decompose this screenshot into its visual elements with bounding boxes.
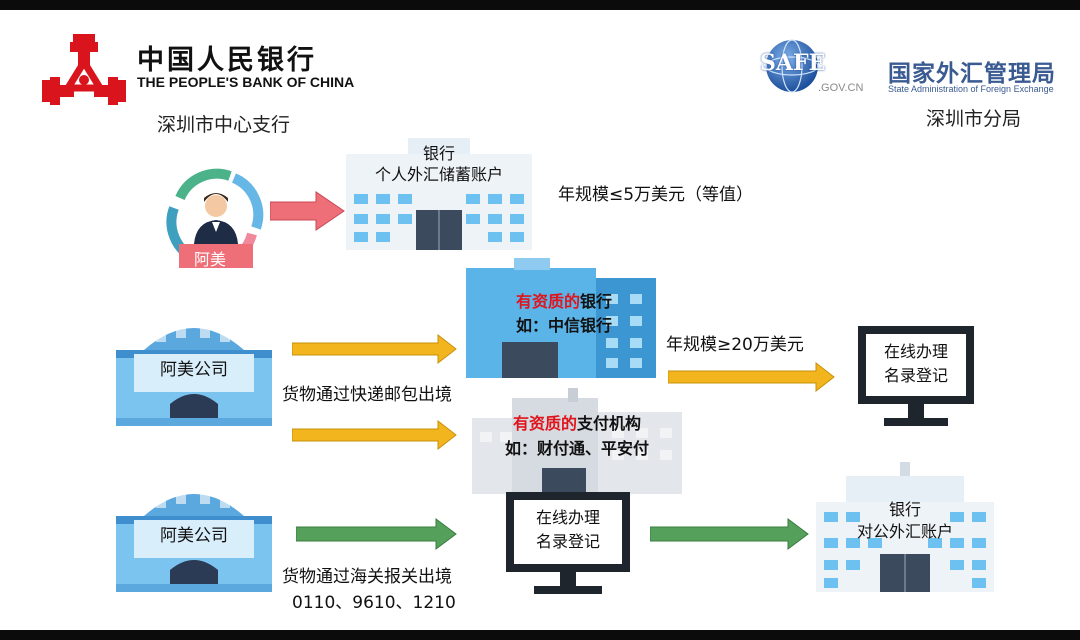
person-label: 阿美 [194, 250, 227, 269]
safe-logo-text: SAFE [760, 50, 826, 76]
bank-corporate-line2: 对公外汇账户 [856, 522, 953, 541]
pboc-name-en: THE PEOPLE'S BANK OF CHINA [137, 74, 355, 90]
slide: 中国人民银行 THE PEOPLE'S BANK OF CHINA 深圳市中心支… [0, 10, 1080, 630]
qualified-bank-black: 银行 [580, 292, 613, 311]
safe-name-en: State Administration of Foreign Exchange [888, 84, 1054, 94]
payment-institution-title: 有资质的支付机构 [468, 414, 686, 433]
arrow-right-icon [292, 420, 457, 450]
monitor-row3-line1: 在线办理 [514, 506, 622, 530]
pboc-branch: 深圳市中心支行 [157, 114, 291, 136]
safe-domain: .GOV.CN [818, 82, 864, 94]
safe-name-cn: 国家外汇管理局 [888, 61, 1056, 87]
bank-personal-line2: 个人外汇储蓄账户 [374, 165, 503, 184]
company-building-icon [116, 490, 272, 592]
qualified-bank-icon [466, 258, 656, 378]
safe-globe-icon [765, 39, 819, 93]
payment-institution-icon [472, 388, 682, 494]
company-label-row2: 阿美公司 [160, 360, 228, 380]
monitor-row2-line1: 在线办理 [866, 340, 966, 364]
row1-limit: 年规模≤5万美元（等值） [558, 185, 754, 205]
arrow-right-icon [650, 518, 809, 550]
pboc-name-cn: 中国人民银行 [137, 45, 317, 76]
monitor-row2-line2: 名录登记 [866, 364, 966, 388]
qualified-bank-title: 有资质的银行 [466, 292, 662, 311]
qualified-bank-example: 如：中信银行 [515, 316, 612, 335]
row3-channel: 货物通过海关报关出境 [282, 567, 452, 587]
payment-institution-black: 支付机构 [577, 414, 642, 433]
arrow-right-icon [270, 191, 345, 231]
row2-limit: 年规模≥20万美元 [666, 335, 804, 355]
company-building-icon [116, 324, 272, 426]
payment-institution-red: 有资质的 [512, 414, 577, 433]
pboc-logo-icon [42, 34, 126, 105]
safe-branch: 深圳市分局 [926, 108, 1022, 130]
arrow-right-icon [296, 518, 457, 550]
company-label-row3: 阿美公司 [160, 526, 228, 546]
bank-building-icon [346, 138, 532, 250]
arrow-right-icon [292, 334, 457, 364]
row2-channel: 货物通过快递邮包出境 [282, 385, 452, 405]
monitor-row3-line2: 名录登记 [514, 530, 622, 554]
bank-personal-line1: 银行 [422, 144, 455, 163]
payment-institution-example: 如：财付通、平安付 [504, 439, 649, 458]
arrow-right-icon [668, 362, 835, 392]
bank-building-icon [816, 462, 994, 592]
row3-codes: 0110、9610、1210 [292, 593, 456, 613]
qualified-bank-red: 有资质的 [515, 292, 580, 311]
bank-corporate-line1: 银行 [888, 500, 921, 519]
